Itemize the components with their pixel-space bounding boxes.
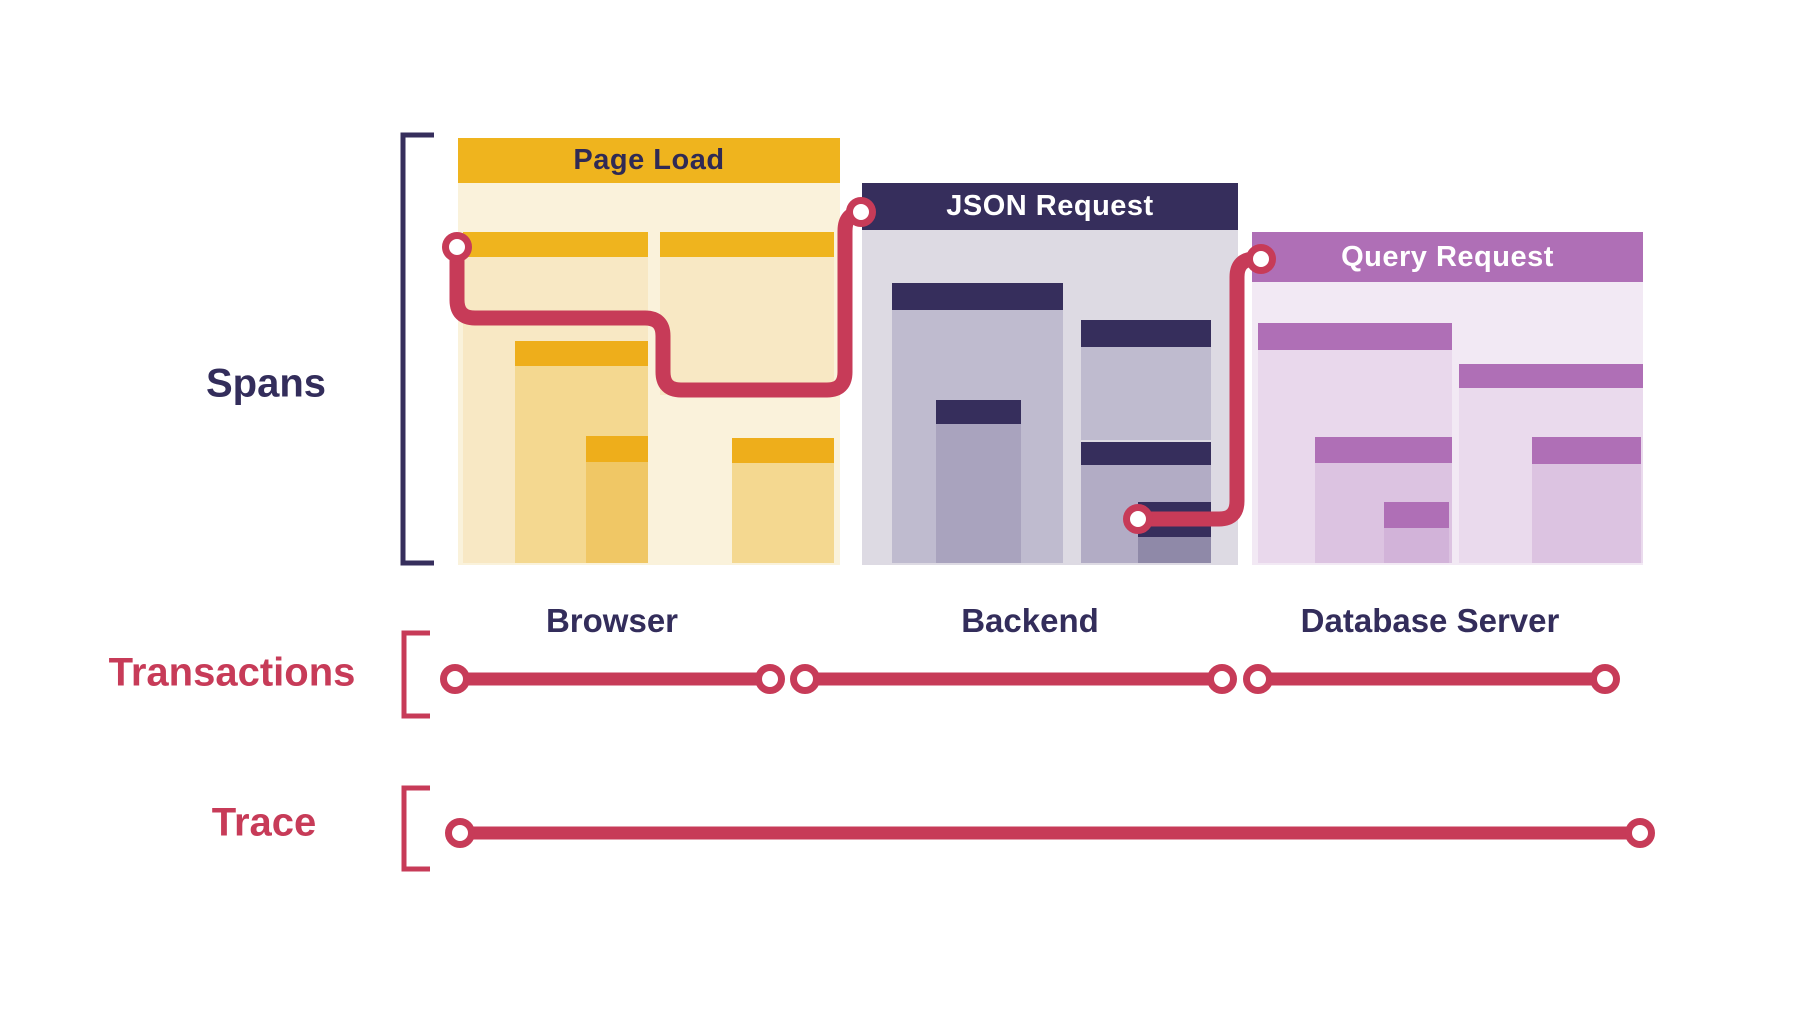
panel-json-request-header: JSON Request	[862, 183, 1238, 230]
trace-node	[1625, 818, 1655, 848]
span-bar-header	[892, 283, 1063, 310]
trace-bracket	[401, 785, 430, 872]
span-bar-header	[1081, 442, 1211, 465]
span-bar-header	[936, 400, 1021, 424]
transaction-node	[755, 664, 785, 694]
transactions-label: Transactions	[108, 650, 356, 695]
span-bar-body	[660, 257, 834, 395]
panel-page-load: Page Load	[458, 138, 840, 565]
span-bar-header	[732, 438, 834, 463]
span-bar-header	[1532, 437, 1641, 464]
span-bar-header	[1081, 320, 1211, 347]
transaction-node	[790, 664, 820, 694]
span-bar-body	[936, 424, 1021, 563]
panel-query-request-header: Query Request	[1252, 232, 1643, 282]
panel-json-request-title: JSON Request	[946, 190, 1154, 222]
trace-node	[445, 818, 475, 848]
span-bar-header	[1315, 437, 1452, 463]
span-bar-header	[1258, 323, 1452, 350]
transaction-node	[1207, 664, 1237, 694]
span-bar-header	[1459, 364, 1643, 388]
span-bar-body	[1384, 528, 1449, 563]
transaction-node	[1590, 664, 1620, 694]
service-label-browser: Browser	[545, 602, 679, 639]
span-bar-header	[515, 341, 648, 366]
span-bar-header	[1384, 502, 1449, 528]
panel-query-request: Query Request	[1252, 232, 1643, 565]
span-bar-body	[1532, 464, 1641, 563]
span-bar-body	[1081, 347, 1211, 440]
panel-json-request: JSON Request	[862, 183, 1238, 565]
span-bar-header	[660, 232, 834, 257]
span-bar-body	[1138, 537, 1211, 563]
span-bar-header	[463, 232, 648, 257]
span-bar-body	[732, 463, 834, 563]
span-bar-header	[1138, 502, 1211, 537]
transactions-bracket	[401, 630, 430, 719]
trace-label: Trace	[211, 800, 317, 845]
span-bar-header	[586, 436, 648, 462]
panel-query-request-title: Query Request	[1341, 240, 1554, 273]
spans-label: Spans	[205, 361, 327, 406]
transaction-node	[440, 664, 470, 694]
service-label-backend: Backend	[961, 602, 1099, 639]
panel-page-load-title: Page Load	[573, 144, 725, 176]
transaction-node	[1243, 664, 1273, 694]
panel-page-load-header: Page Load	[458, 138, 840, 183]
spans-bracket	[400, 132, 434, 566]
span-bar-body	[586, 462, 648, 563]
service-label-database: Database Server	[1300, 602, 1560, 639]
